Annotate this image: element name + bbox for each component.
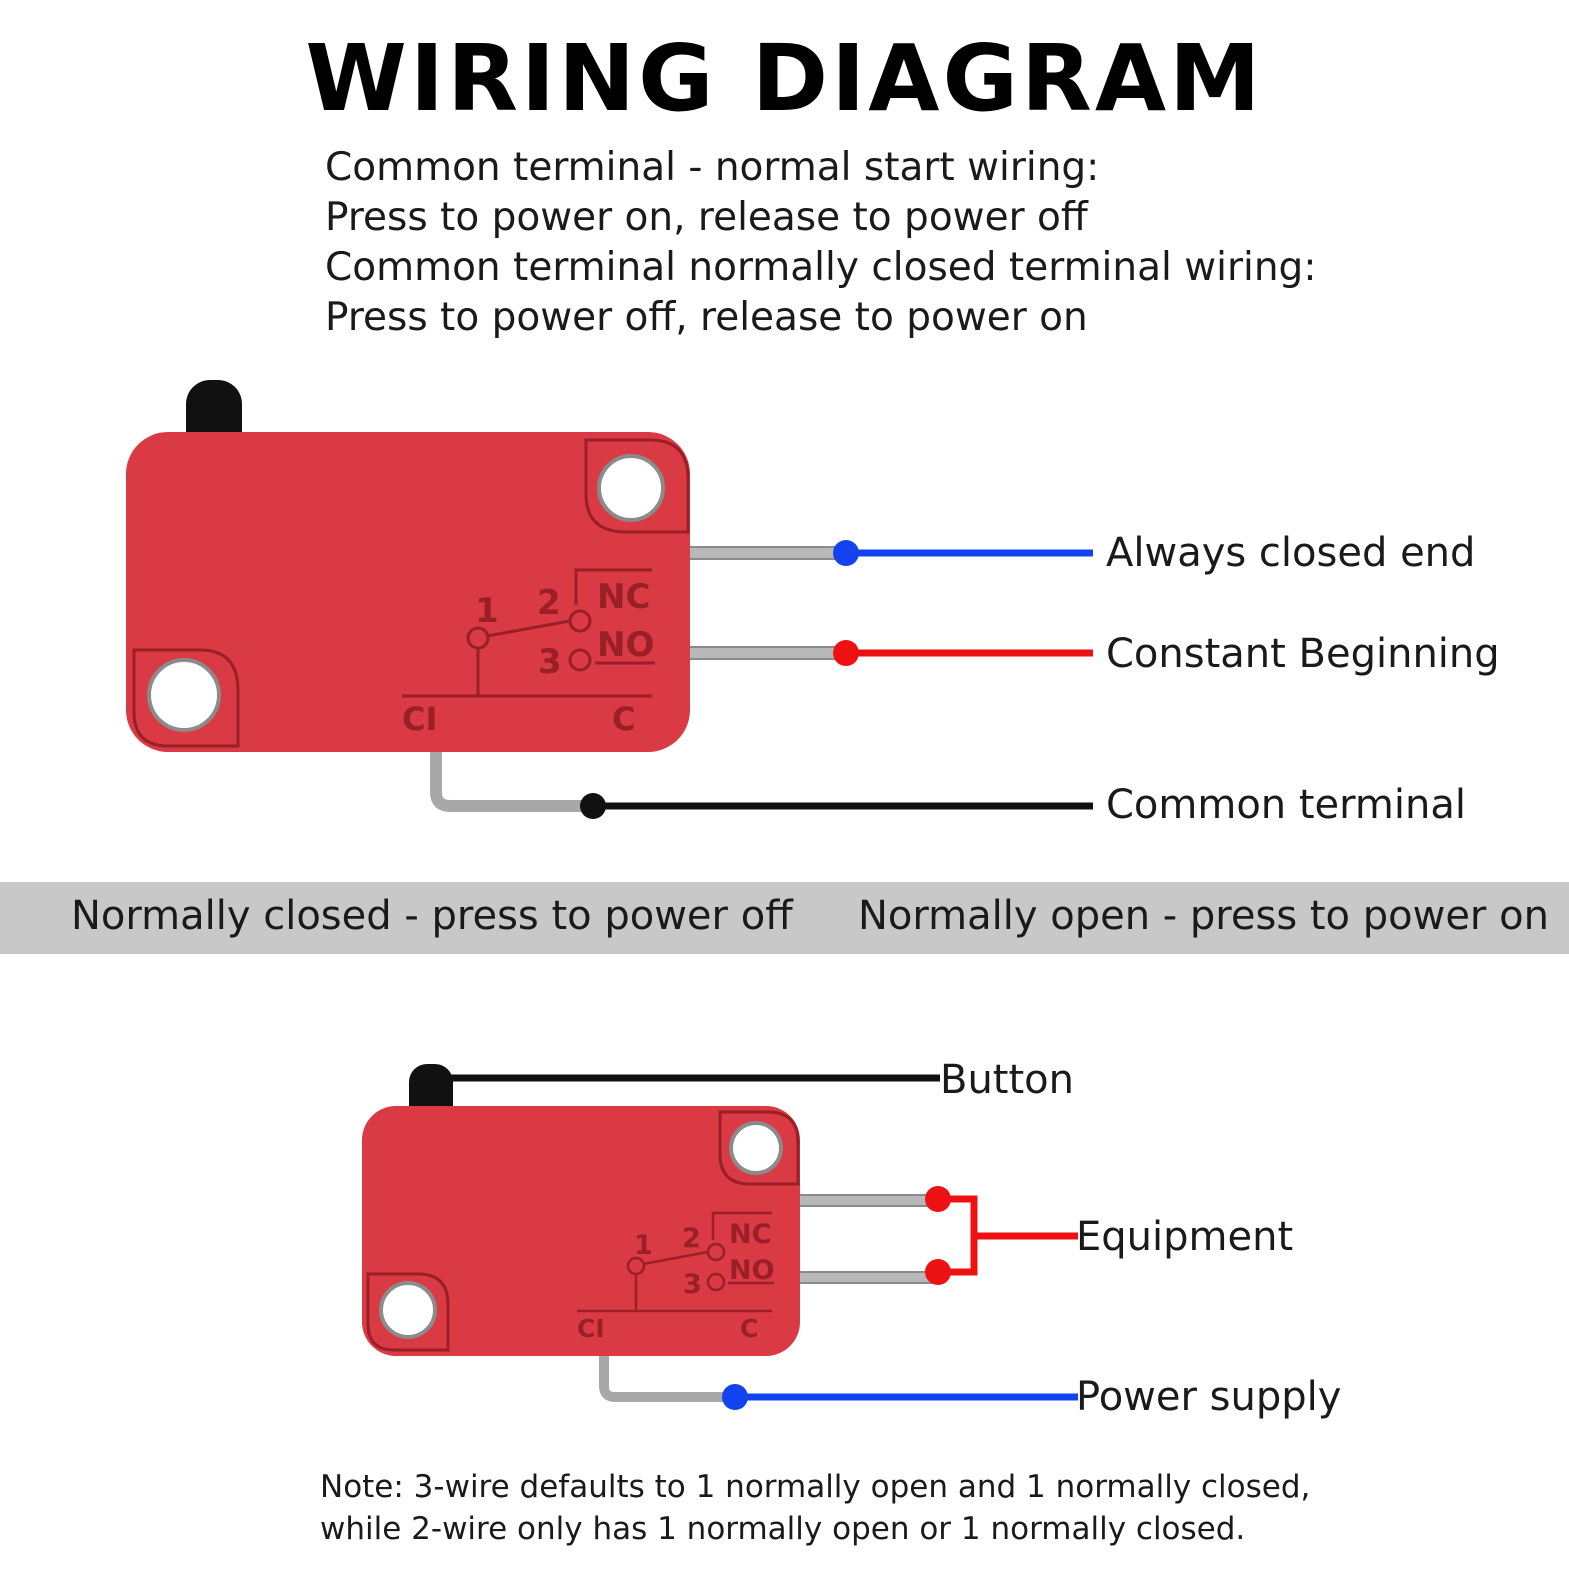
top-mount-hole-2 bbox=[147, 658, 221, 732]
bottom-switch: NC NO 1 2 3 CI C bbox=[362, 1064, 1078, 1410]
note-line-1: Note: 3-wire defaults to 1 normally open… bbox=[320, 1469, 1311, 1505]
note-text: Note: 3-wire defaults to 1 normally open… bbox=[320, 1466, 1310, 1550]
top-switch-body bbox=[126, 432, 690, 752]
bottom-terminal-nc bbox=[797, 1194, 941, 1207]
label-always-closed: Always closed end bbox=[1106, 530, 1476, 576]
top-wire-nc-dot bbox=[833, 540, 859, 566]
bottom-mark-c: C bbox=[740, 1314, 758, 1343]
intro-text: Common terminal - normal start wiring: P… bbox=[325, 143, 1316, 343]
top-mark-2: 2 bbox=[537, 583, 561, 623]
top-mark-1: 1 bbox=[475, 591, 499, 631]
top-mark-no: NO bbox=[597, 625, 654, 665]
intro-line-2: Press to power on, release to power off bbox=[325, 195, 1088, 240]
bottom-mark-nc: NC bbox=[729, 1219, 771, 1250]
top-mark-3: 3 bbox=[538, 642, 562, 682]
bottom-mark-1: 1 bbox=[634, 1230, 653, 1261]
mode-band: Normally closed - press to power off Nor… bbox=[0, 882, 1569, 954]
top-mark-c: C bbox=[612, 700, 635, 738]
label-power-supply: Power supply bbox=[1076, 1374, 1342, 1420]
label-constant-beginning: Constant Beginning bbox=[1106, 631, 1500, 677]
top-terminal-no bbox=[685, 646, 849, 660]
bottom-mark-no: NO bbox=[729, 1255, 775, 1286]
top-mark-ci: CI bbox=[402, 700, 437, 738]
top-wire-no-dot bbox=[833, 640, 859, 666]
bottom-terminal-common bbox=[599, 1352, 736, 1402]
bottom-switch-body bbox=[362, 1106, 800, 1356]
bottom-mount-hole-1 bbox=[729, 1121, 783, 1175]
bottom-mark-3: 3 bbox=[683, 1269, 702, 1300]
label-common-terminal: Common terminal bbox=[1106, 782, 1466, 828]
top-mark-nc: NC bbox=[597, 577, 650, 617]
intro-line-3: Common terminal normally closed terminal… bbox=[325, 245, 1317, 290]
label-equipment: Equipment bbox=[1076, 1214, 1294, 1260]
bottom-wire-equipment-dot-1 bbox=[925, 1186, 951, 1212]
bottom-wire-equipment-dot-2 bbox=[925, 1259, 951, 1285]
intro-line-4: Press to power off, release to power on bbox=[325, 295, 1088, 340]
band-normally-open: Normally open - press to power on bbox=[858, 893, 1549, 939]
top-terminal-common bbox=[430, 748, 594, 812]
label-button: Button bbox=[940, 1057, 1074, 1103]
top-switch: NC NO 1 2 3 CI C bbox=[126, 380, 1093, 819]
top-wire-common-dot bbox=[580, 793, 606, 819]
intro-line-1: Common terminal - normal start wiring: bbox=[325, 145, 1100, 190]
top-mount-hole-1 bbox=[597, 454, 665, 522]
band-normally-closed: Normally closed - press to power off bbox=[71, 893, 793, 939]
note-line-2: while 2-wire only has 1 normally open or… bbox=[320, 1511, 1246, 1547]
top-terminal-nc bbox=[685, 546, 849, 560]
bottom-wire-power-dot bbox=[722, 1384, 748, 1410]
bottom-mark-2: 2 bbox=[682, 1223, 701, 1254]
bottom-mark-ci: CI bbox=[577, 1314, 605, 1343]
bottom-mount-hole-2 bbox=[379, 1281, 437, 1339]
bottom-terminal-no bbox=[797, 1271, 941, 1284]
page-title: WIRING DIAGRAM bbox=[305, 25, 1264, 132]
